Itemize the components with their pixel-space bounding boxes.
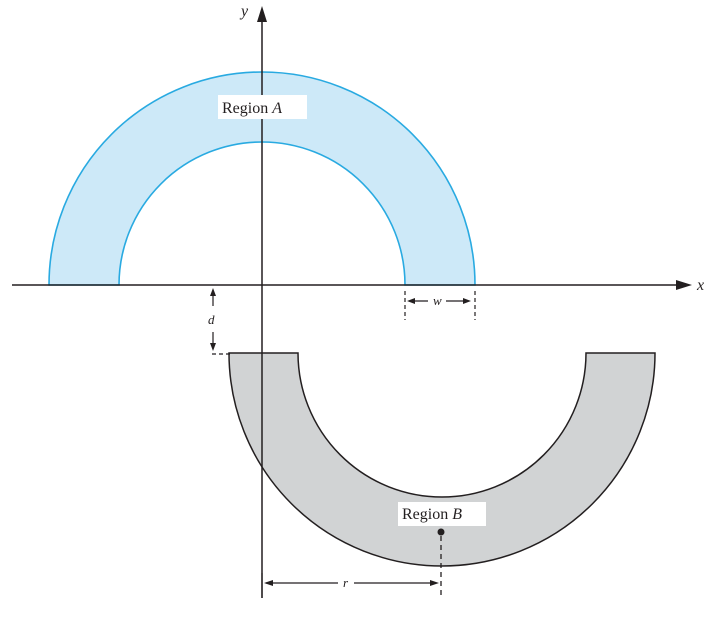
offset-label: d	[208, 312, 215, 327]
region-a-shape	[48, 71, 476, 286]
x-axis-arrowhead	[676, 280, 692, 290]
width-dimension: w	[404, 291, 476, 320]
region-b-label-box	[398, 502, 486, 526]
radius-dimension: r	[261, 573, 439, 598]
region-a-label: Region A	[222, 100, 282, 117]
region-b-label: Region B	[402, 506, 462, 523]
y-axis-arrowhead	[257, 6, 267, 22]
x-axis-label: x	[696, 277, 704, 294]
y-axis-label: y	[239, 3, 249, 20]
width-label: w	[433, 293, 442, 308]
region-b-center-point	[437, 528, 445, 536]
region-a-label-box	[218, 95, 307, 119]
radius-label: r	[343, 575, 349, 590]
offset-dimension: d	[208, 288, 231, 355]
region-b-shape	[228, 352, 656, 567]
